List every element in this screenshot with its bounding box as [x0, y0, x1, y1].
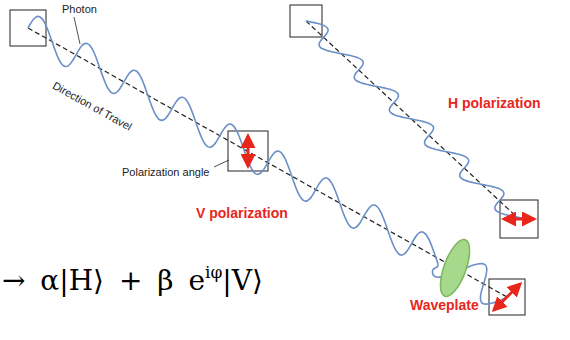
light-wave	[28, 16, 506, 304]
polarization-arrow	[504, 218, 534, 221]
leader-line	[74, 17, 80, 44]
polarization-arrow	[247, 136, 250, 166]
part-label: Photon	[62, 3, 97, 15]
wave-frame	[489, 279, 525, 315]
formula-superscript: iφ	[205, 262, 222, 282]
polarization-arrow	[494, 284, 520, 310]
wave-frame	[228, 131, 268, 171]
polarization-label: V polarization	[196, 206, 288, 221]
waveplate-disc	[434, 236, 475, 300]
formula-part: |V⟩	[222, 264, 263, 297]
wave-frame	[500, 200, 538, 238]
formula-part: → α|H⟩ + β e	[2, 264, 205, 297]
part-label: Polarization angle	[122, 166, 209, 178]
state-formula: → α|H⟩ + β eiφ|V⟩	[2, 262, 263, 297]
light-wave	[306, 21, 523, 218]
leader-line	[214, 160, 229, 167]
polarization-label: H polarization	[448, 96, 541, 111]
wave-group	[28, 16, 523, 304]
part-label: Waveplate	[410, 298, 479, 313]
